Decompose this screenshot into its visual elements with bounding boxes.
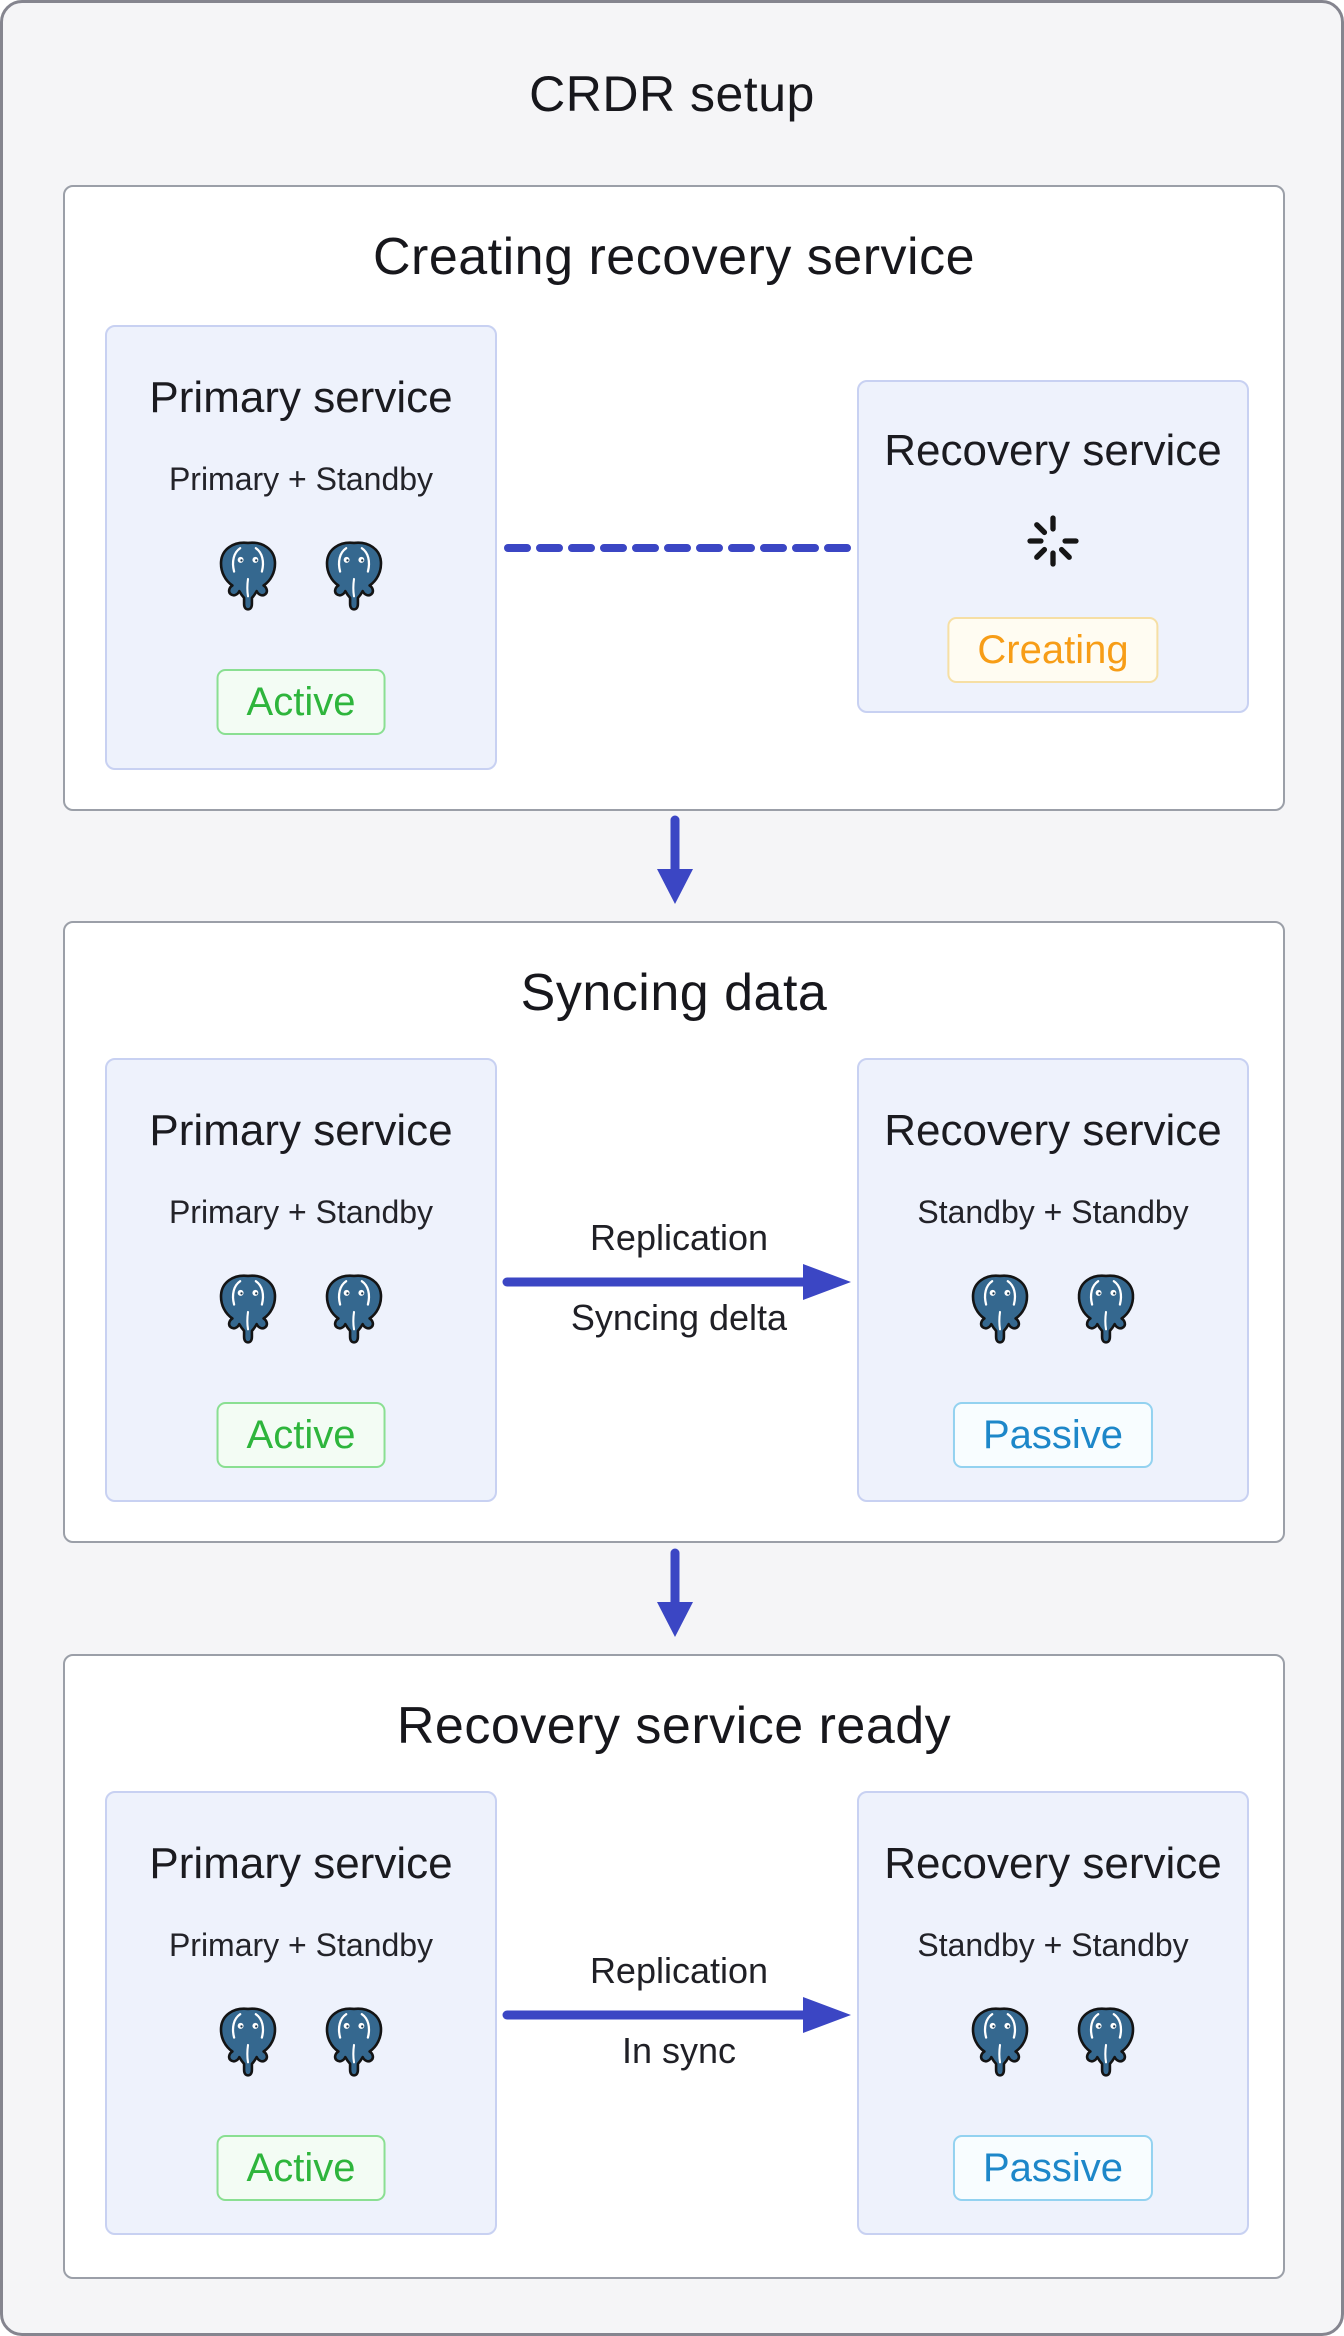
card-subtitle: Standby + Standby [917,1927,1189,1963]
card-title: Recovery service [884,1839,1222,1888]
status-badge-passive: Passive [952,2135,1154,2201]
postgres-instances [859,1272,1247,1345]
loading-spinner-icon [1024,512,1082,570]
replication-label: Replication [589,1217,769,1258]
postgres-elephant-icon [967,2005,1033,2078]
section-title: Recovery service ready [396,1697,952,1755]
postgres-instances [107,2005,495,2078]
primary-service-card: Primary service Primary + Standby Active [105,1058,497,1502]
primary-service-card: Primary service Primary + Standby Active [105,1791,497,2235]
sync-state-label: In sync [621,2030,737,2071]
status-badge-passive: Passive [952,1402,1154,1468]
status-badge-creating: Creating [947,617,1159,683]
section-title: Creating recovery service [372,228,976,286]
arrow-down-icon [653,1548,697,1640]
postgres-elephant-icon [967,1272,1033,1345]
recovery-service-card: Recovery service Creating [857,380,1249,713]
card-title: Primary service [149,373,453,422]
section-title: Syncing data [520,964,828,1022]
card-title: Primary service [149,1106,453,1155]
card-title: Recovery service [884,1106,1222,1155]
card-subtitle: Primary + Standby [168,1194,434,1230]
page-title: CRDR setup [529,66,815,122]
card-title: Recovery service [884,426,1222,475]
postgres-elephant-icon [1073,2005,1139,2078]
card-subtitle: Primary + Standby [168,461,434,497]
status-badge-active: Active [216,2135,386,2201]
card-subtitle: Standby + Standby [917,1194,1189,1230]
postgres-elephant-icon [321,2005,387,2078]
section-syncing-data: Syncing data Primary service Primary + S… [63,921,1285,1543]
postgres-elephant-icon [1073,1272,1139,1345]
postgres-elephant-icon [215,1272,281,1345]
postgres-elephant-icon [215,539,281,612]
postgres-elephant-icon [321,1272,387,1345]
postgres-instances [107,539,495,612]
postgres-elephant-icon [321,539,387,612]
card-title: Primary service [149,1839,453,1888]
recovery-service-card: Recovery service Standby + Standby Passi… [857,1058,1249,1502]
section-recovery-service-ready: Recovery service ready Primary service P… [63,1654,1285,2279]
arrow-down-icon [653,815,697,907]
postgres-elephant-icon [215,2005,281,2078]
dashed-connection-line [501,540,857,556]
primary-service-card: Primary service Primary + Standby Active [105,325,497,770]
recovery-service-card: Recovery service Standby + Standby Passi… [857,1791,1249,2235]
sync-state-label: Syncing delta [570,1297,788,1338]
status-badge-active: Active [216,1402,386,1468]
replication-label: Replication [589,1950,769,1991]
section-creating-recovery-service: Creating recovery service Primary servic… [63,185,1285,811]
postgres-instances [107,1272,495,1345]
postgres-instances [859,2005,1247,2078]
card-subtitle: Primary + Standby [168,1927,434,1963]
status-badge-active: Active [216,669,386,735]
